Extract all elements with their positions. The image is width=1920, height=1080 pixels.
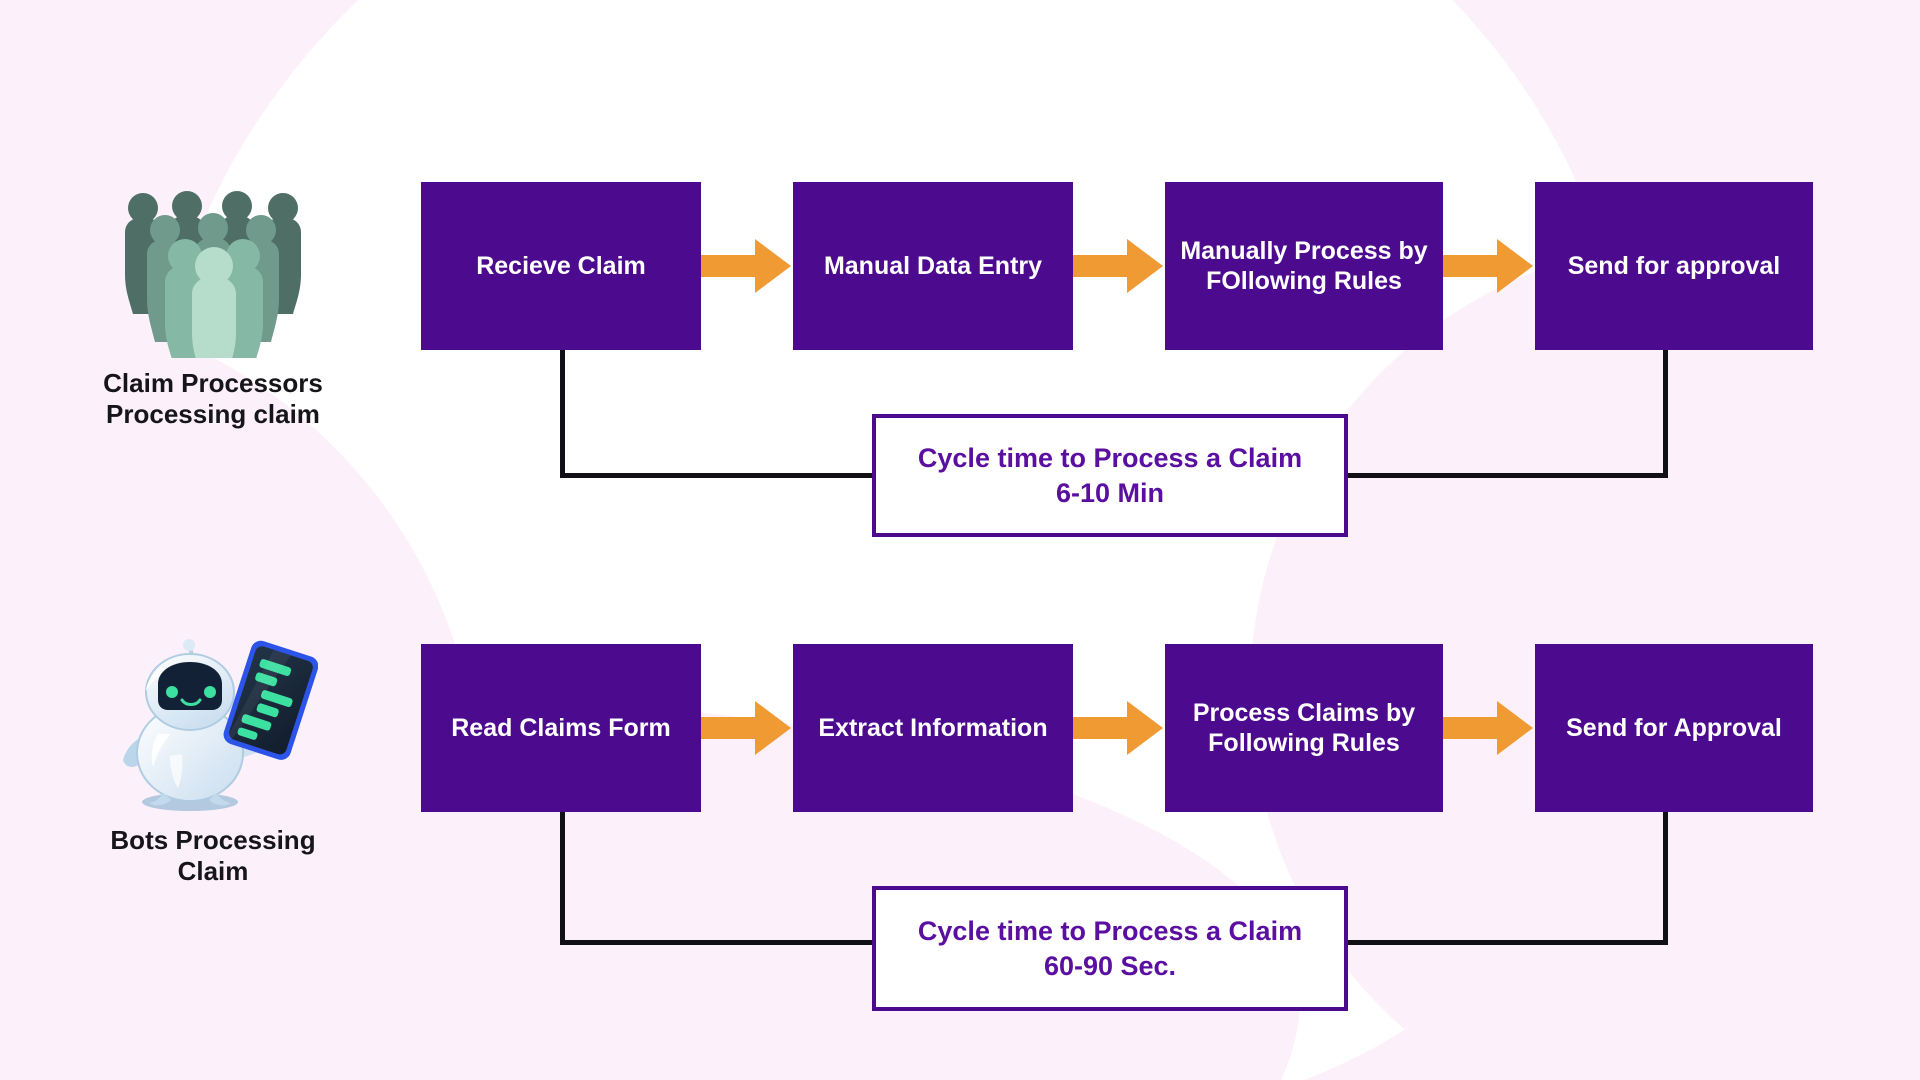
arrow-right-icon [1073,230,1165,302]
arrow-right-icon [701,230,793,302]
cycle-time-text-manual: Cycle time to Process a Claim 6-10 Min [917,442,1303,508]
connector-left-horizontal-bots [560,940,878,945]
step-box-recieve-claim[interactable]: Recieve Claim [421,182,701,350]
robot-tablet-icon [63,625,363,815]
connector-left-vertical-manual [560,350,565,478]
connector-right-vertical-manual [1663,350,1668,478]
process-row-bots: Read Claims Form Extract Information Pro… [421,644,1813,812]
arrow-right-icon [1443,692,1535,764]
process-row-manual: Recieve Claim Manual Data Entry Manually… [421,182,1813,350]
arrow-right-icon [701,692,793,764]
cycle-time-card-manual: Cycle time to Process a Claim 6-10 Min [872,414,1348,537]
actor-claim-processors: Claim Processors Processing claim [63,168,363,429]
actor-bots: Bots Processing Claim [63,625,363,886]
connector-right-horizontal-manual [1345,473,1668,478]
actor-label-bots: Bots Processing Claim [110,825,316,886]
actor-label-claim-processors: Claim Processors Processing claim [103,368,323,429]
arrow-right-icon [1073,692,1165,764]
cycle-time-card-bots: Cycle time to Process a Claim 60-90 Sec. [872,886,1348,1011]
cycle-time-text-bots: Cycle time to Process a Claim 60-90 Sec. [917,915,1303,981]
step-box-manual-data-entry[interactable]: Manual Data Entry [793,182,1073,350]
step-box-send-for-approval-bots[interactable]: Send for Approval [1535,644,1813,812]
step-box-manually-process-rules[interactable]: Manually Process by FOllowing Rules [1165,182,1443,350]
people-crowd-icon [63,168,363,358]
connector-left-horizontal-manual [560,473,878,478]
step-box-process-claims-rules[interactable]: Process Claims by Following Rules [1165,644,1443,812]
connector-left-vertical-bots [560,812,565,945]
step-box-read-claims-form[interactable]: Read Claims Form [421,644,701,812]
arrow-right-icon [1443,230,1535,302]
connector-right-horizontal-bots [1345,940,1668,945]
step-box-extract-information[interactable]: Extract Information [793,644,1073,812]
connector-right-vertical-bots [1663,812,1668,945]
step-box-send-for-approval[interactable]: Send for approval [1535,182,1813,350]
